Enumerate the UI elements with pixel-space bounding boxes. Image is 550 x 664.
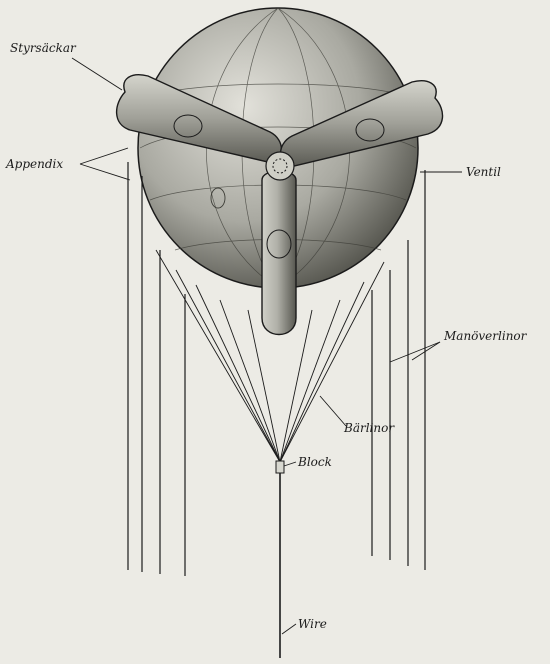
label-wire: Wire — [298, 617, 327, 631]
label-styrsackar: Styrsäckar — [10, 41, 77, 55]
label-appendix: Appendix — [5, 157, 63, 171]
steering-bag-bottom — [262, 171, 296, 335]
valve — [266, 152, 294, 180]
label-block: Block — [297, 455, 332, 469]
label-manoverlinor: Manöverlinor — [443, 329, 528, 343]
label-barlinor: Bärlinor — [343, 421, 395, 435]
block — [276, 461, 284, 473]
label-ventil: Ventil — [466, 165, 501, 179]
